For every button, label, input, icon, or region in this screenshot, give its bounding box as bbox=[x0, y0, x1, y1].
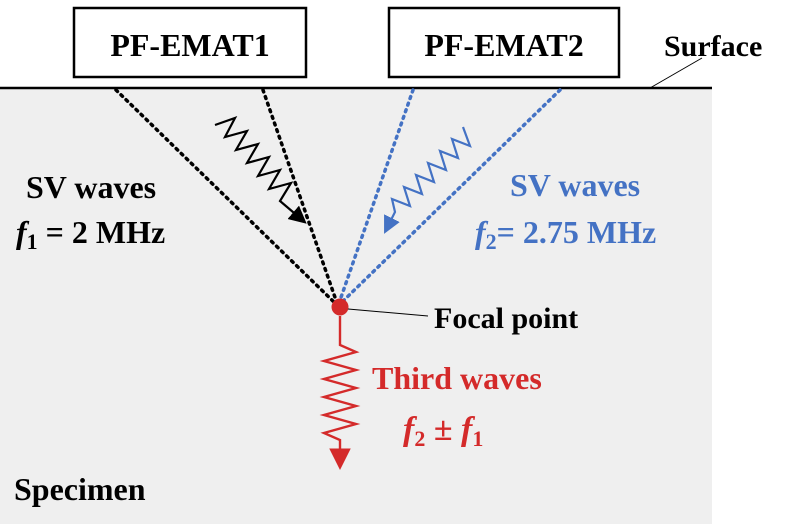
sv-left-f-symbol: f bbox=[16, 214, 30, 250]
third-f1-symbol: f bbox=[461, 411, 476, 448]
specimen-region bbox=[0, 88, 712, 524]
sv-left-title: SV waves bbox=[26, 169, 156, 205]
emat1-beam-left bbox=[114, 88, 340, 308]
sv-left-frequency: f1 = 2 MHz bbox=[16, 214, 165, 254]
sv-left-f-sub: 1 bbox=[27, 229, 38, 254]
emat1-box bbox=[72, 6, 308, 79]
third-waves-frequency: f2 ± f1 bbox=[403, 411, 483, 451]
sv-left-f-value: = 2 MHz bbox=[38, 214, 166, 250]
third-wave-red-zigzag bbox=[319, 316, 361, 470]
third-pm-symbol: ± bbox=[425, 411, 461, 448]
surface-leader-line bbox=[649, 57, 703, 89]
emat2-box bbox=[387, 6, 621, 79]
emat1-label: PF-EMAT1 bbox=[110, 27, 269, 63]
emat2-beam-left bbox=[336, 88, 415, 308]
third-waves-title: Third waves bbox=[372, 360, 542, 396]
sv-wave-blue-zigzag bbox=[384, 126, 472, 234]
specimen-label: Specimen bbox=[14, 471, 146, 507]
sv-right-title: SV waves bbox=[510, 167, 640, 203]
focal-point-leader bbox=[347, 308, 429, 317]
sv-right-f-symbol: f bbox=[475, 214, 489, 250]
focal-point-dot bbox=[331, 298, 349, 316]
sv-right-f-value: = 2.75 MHz bbox=[497, 214, 657, 250]
sv-wave-black-zigzag bbox=[214, 116, 307, 224]
third-f1-sub: 1 bbox=[472, 426, 483, 451]
emat2-label: PF-EMAT2 bbox=[424, 27, 583, 63]
sv-right-f-sub: 2 bbox=[486, 229, 497, 254]
third-f2-symbol: f bbox=[403, 411, 418, 448]
sv-right-frequency: f2= 2.75 MHz bbox=[475, 214, 656, 254]
emat2-beam-right bbox=[336, 88, 562, 308]
third-f2-sub: 2 bbox=[414, 426, 425, 451]
surface-label: Surface bbox=[664, 30, 762, 63]
emat1-beam-right bbox=[261, 88, 340, 308]
focal-point-label: Focal point bbox=[434, 302, 578, 335]
